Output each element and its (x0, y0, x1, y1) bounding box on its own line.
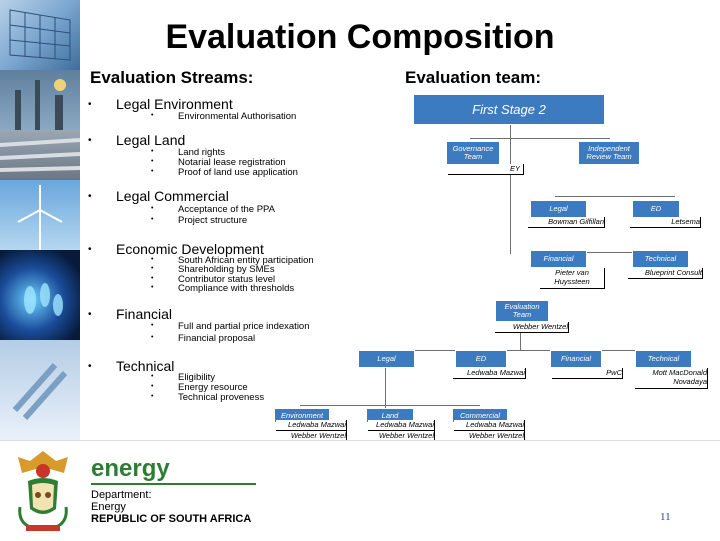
stream-subitem: Notarial lease registration (178, 157, 286, 168)
solar-panel-photo (0, 0, 80, 70)
bullet-icon: • (151, 158, 154, 165)
bullet-icon: • (88, 135, 92, 146)
coat-of-arms-logo (8, 447, 78, 535)
land-advisor-1: Ledwaba Mazwai (368, 420, 435, 431)
review-team-box: Independent Review Team (578, 141, 640, 165)
gas-flame-photo (0, 250, 80, 340)
stream-subitem: Financial proposal (178, 333, 256, 344)
bullet-icon: • (88, 191, 92, 202)
bullet-icon: • (88, 99, 92, 110)
bullet-icon: • (151, 373, 154, 380)
stream-label: Financial (116, 306, 173, 322)
stream-subitem: Compliance with thresholds (178, 283, 295, 294)
legal-box: Legal (530, 200, 587, 218)
commercial-advisor-1: Ledwaba Mazwai (454, 420, 525, 431)
ey-label: EY (448, 164, 524, 175)
stream-subitem: Proof of land use application (178, 167, 298, 178)
financial-advisor-label: Pieter van Huyssteen (540, 268, 605, 289)
stream-subitem: Energy resource (178, 382, 248, 393)
page-title: Evaluation Composition (165, 18, 555, 56)
bullet-icon: • (151, 322, 154, 329)
connector-line (510, 124, 511, 254)
stream-subitem: Full and partial price indexation (178, 321, 310, 332)
connector-line (470, 138, 610, 139)
energy-brand: energy (91, 455, 170, 482)
bullet-icon: • (151, 112, 154, 119)
financial-box: Financial (530, 250, 587, 268)
technical-advisor-label: Blueprint Consult (628, 268, 703, 279)
bullet-icon: • (151, 284, 154, 291)
stream-subitem: Project structure (178, 215, 248, 226)
connector-line (520, 320, 521, 350)
ed-team-box: ED (455, 350, 507, 368)
stream-subitem: Technical proveness (178, 392, 265, 403)
streams-heading: Evaluation Streams: (90, 68, 254, 87)
legal-advisor-label: Bowman Gilfillan (528, 217, 605, 228)
pipeline-photo (0, 130, 80, 180)
bullet-icon: • (151, 334, 154, 341)
stream-subitem: Contributor status level (178, 274, 276, 285)
bullet-icon: • (151, 275, 154, 282)
bullet-icon: • (151, 265, 154, 272)
bullet-icon: • (151, 393, 154, 400)
connector-line (385, 365, 386, 410)
legal-team-box: Legal (358, 350, 415, 368)
commercial-box: Commercial (452, 408, 508, 423)
first-stage-box: First Stage 2 (413, 94, 605, 125)
connector-line (555, 252, 675, 253)
bullet-icon: • (88, 244, 92, 255)
stream-label: Legal Commercial (116, 188, 229, 204)
wind-turbine-photo (0, 180, 80, 250)
stream-label: Legal Environment (116, 96, 233, 112)
bullet-icon: • (151, 256, 154, 263)
stream-subitem: South African entity participation (178, 255, 314, 266)
stream-label: Legal Land (116, 132, 186, 148)
environment-advisor-1: Ledwaba Mazwai (276, 420, 347, 431)
stream-label: Economic Development (116, 241, 264, 257)
department-name: Energy (91, 501, 126, 513)
ed-team-advisor-label: Ledwaba Mazwai (453, 368, 526, 379)
bullet-icon: • (151, 168, 154, 175)
technical-team-box: Technical (635, 350, 692, 368)
bullet-icon: • (88, 361, 92, 372)
stream-label: Technical (116, 358, 175, 374)
brand-divider (91, 483, 256, 485)
team-heading: Evaluation team: (405, 68, 542, 87)
photo-strip (0, 0, 80, 440)
bullet-icon: • (151, 205, 154, 212)
evaluation-team-box: Evaluation Team (495, 300, 549, 322)
stream-subitem: Shareholding by SMEs (178, 264, 275, 275)
connector-line (385, 350, 665, 351)
ed-advisor-label: Letsema (630, 217, 701, 228)
bullet-icon: • (151, 148, 154, 155)
department-label: Department: (91, 489, 152, 501)
technical-box: Technical (632, 250, 689, 268)
stream-subitem: Eligibility (178, 372, 215, 383)
ed-box: ED (632, 200, 680, 218)
bullet-icon: • (88, 309, 92, 320)
stream-subitem: Acceptance of the PPA (178, 204, 275, 215)
technical-team-advisor-label: Mott MacDonald Novadaya (635, 368, 708, 389)
bullet-icon: • (151, 216, 154, 223)
stream-subitem: Environmental Authorisation (178, 111, 297, 122)
connector-line (555, 196, 675, 197)
footer: energy Department: Energy REPUBLIC OF SO… (0, 440, 720, 541)
governance-team-box: Governance Team (446, 141, 500, 165)
page-number: 11 (660, 511, 671, 523)
evaluation-team-advisor-label: Webber Wentzel (495, 322, 569, 333)
connector-line (300, 405, 480, 406)
country-label: REPUBLIC OF SOUTH AFRICA (91, 513, 252, 525)
stream-subitem: Land rights (178, 147, 226, 158)
financial-team-box: Financial (550, 350, 602, 368)
light-bulb-photo (0, 340, 80, 440)
bullet-icon: • (151, 383, 154, 390)
refinery-photo (0, 70, 80, 130)
financial-team-advisor-label: PwC (552, 368, 623, 379)
